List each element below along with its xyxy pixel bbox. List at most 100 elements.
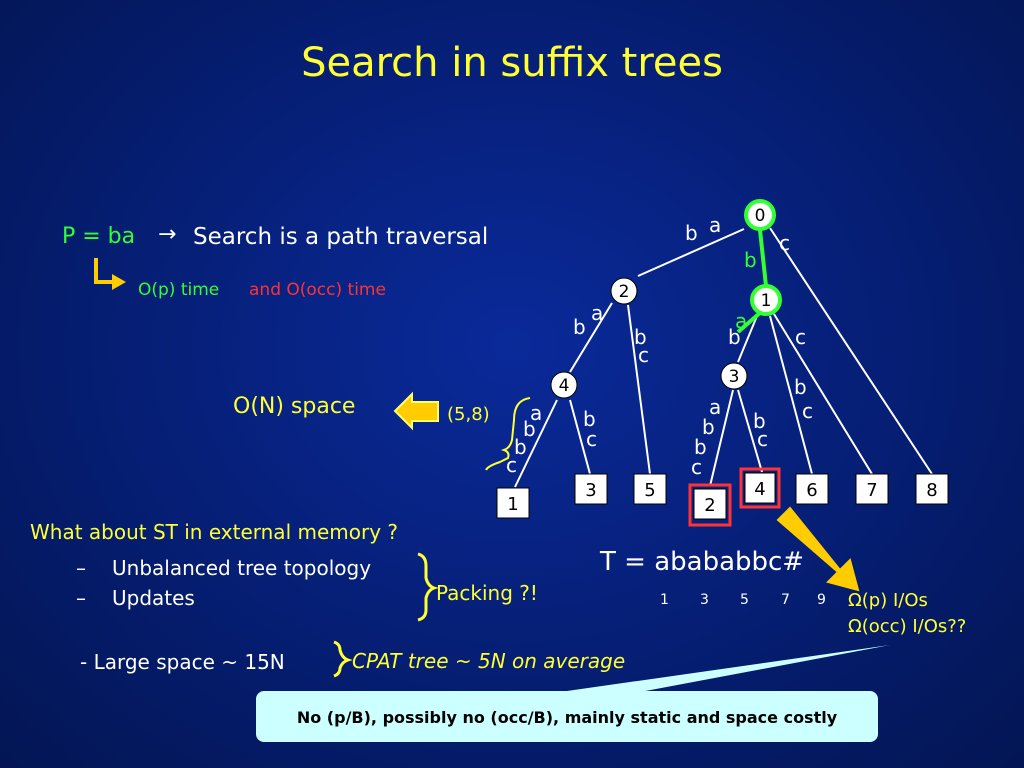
edge-label: c — [506, 453, 517, 477]
position-9: 9 — [817, 592, 826, 608]
edge-label: c — [795, 325, 806, 349]
leaf-4-label: 4 — [754, 479, 765, 500]
edge-label: c — [638, 343, 649, 367]
bullet-dash-2: – — [76, 586, 86, 610]
edge-label: a — [709, 213, 721, 237]
leaf-1 — [496, 487, 530, 519]
path-label-a: a — [735, 309, 747, 333]
leaf-2 — [693, 488, 727, 520]
edge-label: a — [591, 301, 603, 325]
packing-text: Packing ?! — [436, 581, 538, 605]
edge-label: a — [530, 401, 542, 425]
edge-3-4 — [737, 389, 763, 473]
node-4 — [550, 371, 578, 399]
elbow-arrow-icon — [94, 258, 114, 284]
node-3 — [720, 362, 748, 390]
leaf-4 — [744, 472, 776, 504]
edge-4-1 — [514, 399, 558, 488]
edge-label: c — [586, 427, 597, 451]
edge-label: b — [702, 415, 715, 439]
node-2-label: 2 — [619, 282, 630, 302]
node-3-label: 3 — [729, 367, 740, 387]
edge-label: b — [794, 375, 807, 399]
leaf-3 — [574, 473, 608, 505]
edge-0-8 — [769, 227, 933, 475]
leaf-8 — [915, 473, 949, 505]
edge-label: b — [753, 409, 766, 433]
leaf-5 — [633, 473, 667, 505]
callout-text: No (p/B), possibly no (occ/B), mainly st… — [296, 708, 838, 727]
node-1-label: 1 — [761, 291, 772, 311]
diagonal-arrow-icon — [776, 506, 860, 592]
edge-1-7 — [773, 313, 873, 475]
bullet-item-2: Updates — [112, 586, 195, 610]
leaf-2-label: 2 — [704, 495, 715, 516]
node-0-label: 0 — [755, 206, 766, 226]
edge-label: c — [757, 427, 768, 451]
edge-4-3 — [569, 399, 591, 475]
leaf-8-label: 8 — [926, 480, 937, 501]
bullet-item-1: Unbalanced tree topology — [112, 556, 372, 580]
edge-1-6 — [769, 315, 813, 475]
pattern-label: P = ba — [62, 224, 136, 249]
path-edge-a — [736, 310, 763, 334]
leaf-6 — [795, 473, 829, 505]
node-4-label: 4 — [559, 376, 570, 396]
node-0 — [744, 199, 776, 231]
curly-brace-icon — [485, 397, 531, 471]
position-7: 7 — [781, 592, 790, 608]
node-1 — [750, 284, 782, 316]
leaf-7-label: 7 — [866, 480, 877, 501]
leaf-7 — [855, 473, 889, 505]
brace-packing-icon — [417, 552, 439, 622]
io-line-2: Ω(occ) I/Os?? — [848, 616, 967, 637]
text-string: T = abababbc# — [600, 547, 805, 577]
edge-label: b — [634, 325, 647, 349]
slide-title: Search in suffix trees — [301, 40, 723, 86]
edge-label: b — [523, 417, 536, 441]
space-label: O(N) space — [233, 394, 356, 419]
position-1: 1 — [660, 592, 669, 608]
bullet-dash-1: – — [76, 556, 86, 580]
arrow-icon: → — [158, 222, 177, 247]
edge-2-5 — [627, 304, 651, 475]
edge-2-4 — [569, 302, 613, 373]
edge-label: b — [583, 407, 596, 431]
edge-label: c — [691, 455, 702, 479]
edge-label: b — [573, 315, 586, 339]
edge-3-2 — [709, 389, 734, 487]
edge-label: c — [779, 231, 790, 255]
edge-label: c — [802, 399, 813, 423]
brace-cpat-icon — [333, 640, 353, 678]
edge-label: b — [728, 325, 741, 349]
leaf-5-label: 5 — [644, 480, 655, 501]
io-line-1: Ω(p) I/Os — [848, 590, 928, 611]
leaf-3-label: 3 — [585, 480, 596, 501]
position-3: 3 — [700, 592, 709, 608]
leaf-6-label: 6 — [806, 480, 817, 501]
edge-label: b — [685, 221, 698, 245]
callout-pointer — [560, 645, 890, 692]
callout-box: No (p/B), possibly no (occ/B), mainly st… — [256, 691, 878, 742]
leaf-2-frame — [688, 483, 732, 527]
pattern-description: Search is a path traversal — [193, 224, 489, 250]
path-label-b: b — [744, 248, 757, 272]
edge-0-2 — [637, 228, 745, 277]
external-memory-question: What about ST in external memory ? — [30, 520, 399, 544]
node-2 — [610, 277, 638, 305]
cpat-text: CPAT tree ~ 5N on average — [352, 649, 626, 673]
large-space-text: - Large space ~ 15N — [80, 650, 285, 674]
edge-label: a — [709, 395, 721, 419]
time-occ-text: and O(occ) time — [249, 280, 386, 300]
space-pair: (5,8) — [447, 404, 490, 425]
time-p-text: O(p) time — [138, 280, 220, 300]
edge-label: b — [694, 435, 707, 459]
leaf-1-label: 1 — [507, 494, 518, 515]
left-arrow-icon — [393, 391, 439, 431]
path-edge-b — [758, 229, 768, 287]
edge-label: b — [514, 435, 527, 459]
leaf-4-frame — [739, 467, 781, 509]
position-5: 5 — [740, 592, 749, 608]
